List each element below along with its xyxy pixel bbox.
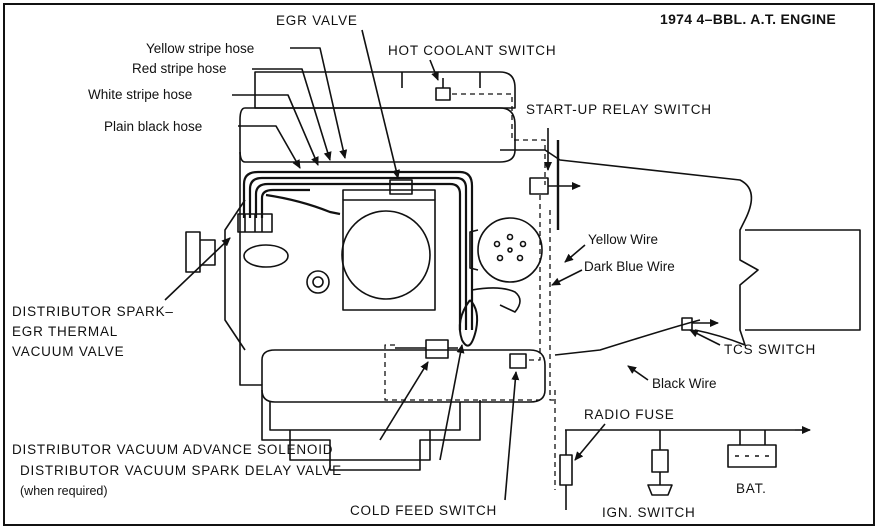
- label-dark-blue-wire: Dark Blue Wire: [584, 259, 675, 274]
- label-start-up-relay-switch: START-UP RELAY SWITCH: [526, 102, 712, 117]
- label-cold-feed-switch: COLD FEED SWITCH: [350, 503, 498, 518]
- rocker-cover: [239, 71, 516, 163]
- label-hot-coolant-switch: HOT COOLANT SWITCH: [388, 43, 557, 58]
- thermal-vacuum-valve: [237, 213, 273, 233]
- label-dist-spark-egr-2: EGR THERMAL: [12, 324, 119, 339]
- firewall-outline: [500, 149, 759, 346]
- label-vacuum-advance-solenoid: DISTRIBUTOR VACUUM ADVANCE SOLENOID: [12, 442, 334, 457]
- start-up-relay-switch-body: [529, 140, 581, 230]
- label-bat: BAT.: [736, 481, 767, 496]
- distributor: [477, 217, 543, 283]
- oil-filler: [243, 244, 289, 268]
- label-yellow-stripe-hose: Yellow stripe hose: [146, 41, 255, 56]
- label-dist-spark-egr-1: DISTRIBUTOR SPARK–: [12, 304, 174, 319]
- wiring-dashed: [384, 93, 556, 490]
- cold-feed-switch-body: [509, 353, 527, 369]
- air-cleaner: [341, 210, 431, 300]
- label-when-required: (when required): [20, 484, 108, 498]
- engine-block: [239, 152, 546, 471]
- carburetor: [342, 199, 436, 311]
- label-vacuum-spark-delay-valve: DISTRIBUTOR VACUUM SPARK DELAY VALVE: [20, 463, 342, 478]
- leader-lines: [164, 29, 721, 501]
- thermostat-housing: [306, 270, 330, 294]
- label-tcs-switch: TCS SWITCH: [724, 342, 816, 357]
- label-radio-fuse: RADIO FUSE: [584, 407, 675, 422]
- label-ign-switch: IGN. SWITCH: [602, 505, 696, 520]
- label-yellow-wire: Yellow Wire: [588, 232, 659, 247]
- tcs-switch-body: [681, 317, 719, 331]
- label-red-stripe-hose: Red stripe hose: [132, 61, 227, 76]
- hot-coolant-switch-body: [435, 78, 451, 101]
- vacuum-hoses: [242, 170, 474, 330]
- label-plain-black-hose: Plain black hose: [104, 119, 203, 134]
- label-egr-valve: EGR VALVE: [276, 13, 358, 28]
- spark-delay-hose: [458, 299, 479, 347]
- left-flange: [185, 231, 201, 273]
- vacuum-advance-solenoid: [425, 339, 449, 359]
- label-black-wire: Black Wire: [652, 376, 717, 391]
- power-circuit: [559, 426, 811, 510]
- egr-valve-body: [389, 179, 413, 195]
- label-white-stripe-hose: White stripe hose: [88, 87, 193, 102]
- label-dist-spark-egr-3: VACUUM VALVE: [12, 344, 125, 359]
- diagram-frame: [3, 3, 875, 526]
- diagram-title: 1974 4–BBL. A.T. ENGINE: [660, 11, 836, 27]
